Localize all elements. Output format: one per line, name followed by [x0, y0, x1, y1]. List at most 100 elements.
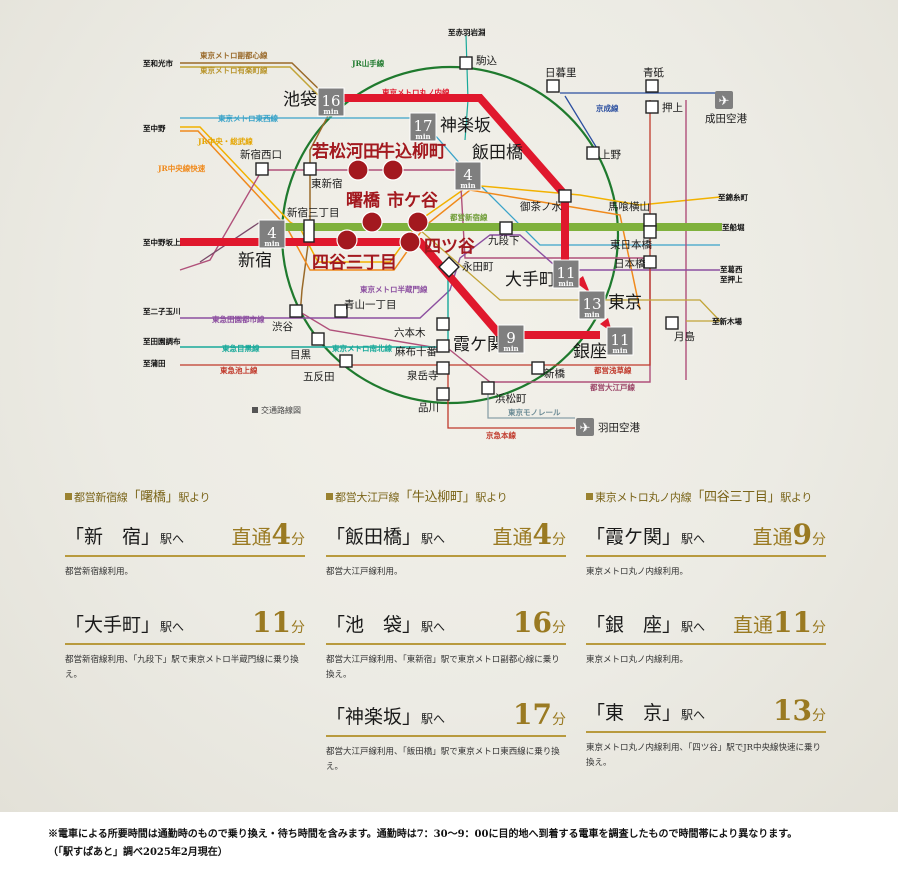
- svg-text:JR中央線快速: JR中央線快速: [157, 163, 206, 173]
- svg-text:至葛西: 至葛西: [720, 264, 743, 274]
- svg-text:min: min: [503, 344, 518, 353]
- svg-text:駒込: 駒込: [476, 55, 497, 67]
- svg-text:市ケ谷: 市ケ谷: [387, 190, 439, 211]
- svg-text:霞ケ関: 霞ケ関: [453, 335, 504, 355]
- svg-text:大手町: 大手町: [505, 270, 556, 290]
- svg-text:東京メトロ東西線: 東京メトロ東西線: [218, 113, 278, 123]
- svg-text:4: 4: [267, 224, 277, 242]
- svg-text:新宿三丁目: 新宿三丁目: [287, 206, 340, 219]
- route-row: 「池 袋」駅へ 16分: [326, 605, 566, 645]
- svg-text:JR中央・総武線: JR中央・総武線: [197, 136, 253, 146]
- route-note: 東京メトロ丸ノ内線利用。: [586, 655, 689, 665]
- svg-text:成田空港: 成田空港: [705, 112, 747, 125]
- svg-text:京急本線: 京急本線: [486, 430, 516, 440]
- svg-text:東京モノレール: 東京モノレール: [508, 407, 561, 417]
- svg-text:4: 4: [463, 166, 473, 184]
- svg-text:11: 11: [610, 331, 629, 349]
- svg-text:泉岳寺: 泉岳寺: [407, 369, 439, 382]
- svg-text:13: 13: [582, 295, 601, 313]
- svg-text:東日本橋: 東日本橋: [610, 238, 652, 251]
- svg-text:東京メトロ南北線: 東京メトロ南北線: [332, 343, 392, 353]
- svg-text:銀座: 銀座: [573, 342, 607, 362]
- svg-text:曙橋: 曙橋: [346, 190, 381, 211]
- svg-text:至押上: 至押上: [720, 274, 743, 284]
- route-row: 「神楽坂」駅へ 17分: [326, 697, 566, 737]
- svg-text:✈: ✈: [580, 421, 591, 436]
- svg-text:至田園調布: 至田園調布: [143, 336, 181, 346]
- svg-text:東急田園都市線: 東急田園都市線: [212, 314, 265, 324]
- svg-text:至中野坂上: 至中野坂上: [143, 237, 181, 247]
- svg-text:東新宿: 東新宿: [311, 177, 343, 190]
- svg-text:目黒: 目黒: [290, 349, 311, 361]
- svg-text:都営浅草線: 都営浅草線: [593, 365, 632, 375]
- route-map: 東京メトロ副都心線 東京メトロ有楽町線 JR山手線 東京メトロ丸ノ内線 東京メト…: [143, 27, 748, 440]
- svg-text:浜松町: 浜松町: [495, 392, 527, 405]
- svg-text:神楽坂: 神楽坂: [440, 116, 491, 136]
- svg-text:御茶ノ水: 御茶ノ水: [520, 200, 562, 213]
- route-note: 都営新宿線利用。: [65, 567, 134, 577]
- route-row: 「飯田橋」駅へ 直通4分: [326, 517, 566, 557]
- route-note: 都営新宿線利用、「九段下」駅で東京メトロ半蔵門線に乗り換え。: [65, 655, 299, 680]
- column-heading: 都営大江戸線「牛込柳町」駅より: [326, 486, 566, 505]
- route-note: 東京メトロ丸ノ内線利用、「四ツ谷」駅でJR中央線快速に乗り換え。: [586, 743, 822, 768]
- svg-text:飯田橋: 飯田橋: [472, 143, 523, 163]
- route-note: 東京メトロ丸ノ内線利用。: [586, 567, 689, 577]
- svg-text:至和光市: 至和光市: [143, 58, 173, 68]
- svg-text:東京メトロ丸ノ内線: 東京メトロ丸ノ内線: [382, 87, 450, 97]
- svg-text:min: min: [323, 107, 338, 116]
- route-note: 都営大江戸線利用。: [326, 567, 403, 577]
- svg-text:東京: 東京: [608, 293, 642, 313]
- svg-text:✈: ✈: [719, 94, 730, 109]
- svg-text:若松河田: 若松河田: [311, 141, 380, 162]
- route-row: 「大手町」駅へ 11分: [65, 605, 305, 645]
- svg-text:牛込柳町: 牛込柳町: [378, 141, 446, 162]
- haneda-airport-icon: ✈: [576, 418, 594, 436]
- svg-text:至赤羽岩淵: 至赤羽岩淵: [448, 27, 486, 37]
- svg-text:池袋: 池袋: [283, 90, 317, 110]
- svg-text:青砥: 青砥: [643, 66, 664, 79]
- route-row: 「新 宿」駅へ 直通4分: [65, 517, 305, 557]
- footnote-line-2: （「駅すぱあと」調べ2025年2月現在）: [48, 847, 228, 858]
- svg-text:min: min: [612, 346, 627, 355]
- svg-text:四ツ谷: 四ツ谷: [424, 237, 476, 257]
- svg-text:11: 11: [556, 264, 575, 282]
- svg-text:麻布十番: 麻布十番: [395, 345, 437, 358]
- svg-text:永田町: 永田町: [462, 260, 494, 273]
- svg-text:都営大江戸線: 都営大江戸線: [589, 382, 635, 392]
- svg-text:17: 17: [413, 117, 432, 135]
- svg-text:押上: 押上: [662, 101, 683, 114]
- svg-text:都営新宿線: 都営新宿線: [449, 212, 488, 222]
- svg-text:東京メトロ副都心線: 東京メトロ副都心線: [200, 50, 268, 60]
- column-ushigome-yanagicho: 都営大江戸線「牛込柳町」駅より 「飯田橋」駅へ 直通4分 都営大江戸線利用。 「…: [326, 486, 566, 775]
- svg-text:至二子玉川: 至二子玉川: [143, 307, 181, 316]
- column-akebonobashi: 都営新宿線「曙橋」駅より 「新 宿」駅へ 直通4分 都営新宿線利用。 「大手町」…: [65, 486, 305, 683]
- svg-text:京成線: 京成線: [596, 103, 619, 113]
- route-row: 「銀 座」駅へ 直通11分: [586, 605, 826, 645]
- svg-text:五反田: 五反田: [303, 371, 335, 383]
- column-heading: 都営新宿線「曙橋」駅より: [65, 486, 305, 505]
- svg-text:品川: 品川: [418, 402, 439, 414]
- svg-text:日本橋: 日本橋: [614, 257, 646, 270]
- column-heading: 東京メトロ丸ノ内線「四谷三丁目」駅より: [586, 486, 826, 505]
- svg-text:JR山手線: JR山手線: [351, 58, 385, 68]
- route-row: 「霞ケ関」駅へ 直通9分: [586, 517, 826, 557]
- svg-text:新宿西口: 新宿西口: [240, 148, 282, 161]
- svg-text:min: min: [558, 279, 573, 288]
- svg-text:東京メトロ有楽町線: 東京メトロ有楽町線: [200, 65, 268, 75]
- route-note: 都営大江戸線利用、「飯田橋」駅で東京メトロ東西線に乗り換え。: [326, 747, 560, 772]
- svg-text:至中野: 至中野: [143, 123, 166, 133]
- svg-text:min: min: [584, 310, 599, 319]
- svg-text:min: min: [415, 132, 430, 141]
- svg-text:青山一丁目: 青山一丁目: [344, 298, 397, 311]
- svg-text:至錦糸町: 至錦糸町: [718, 192, 748, 202]
- svg-text:東急目黒線: 東急目黒線: [222, 343, 260, 353]
- svg-text:羽田空港: 羽田空港: [598, 421, 640, 434]
